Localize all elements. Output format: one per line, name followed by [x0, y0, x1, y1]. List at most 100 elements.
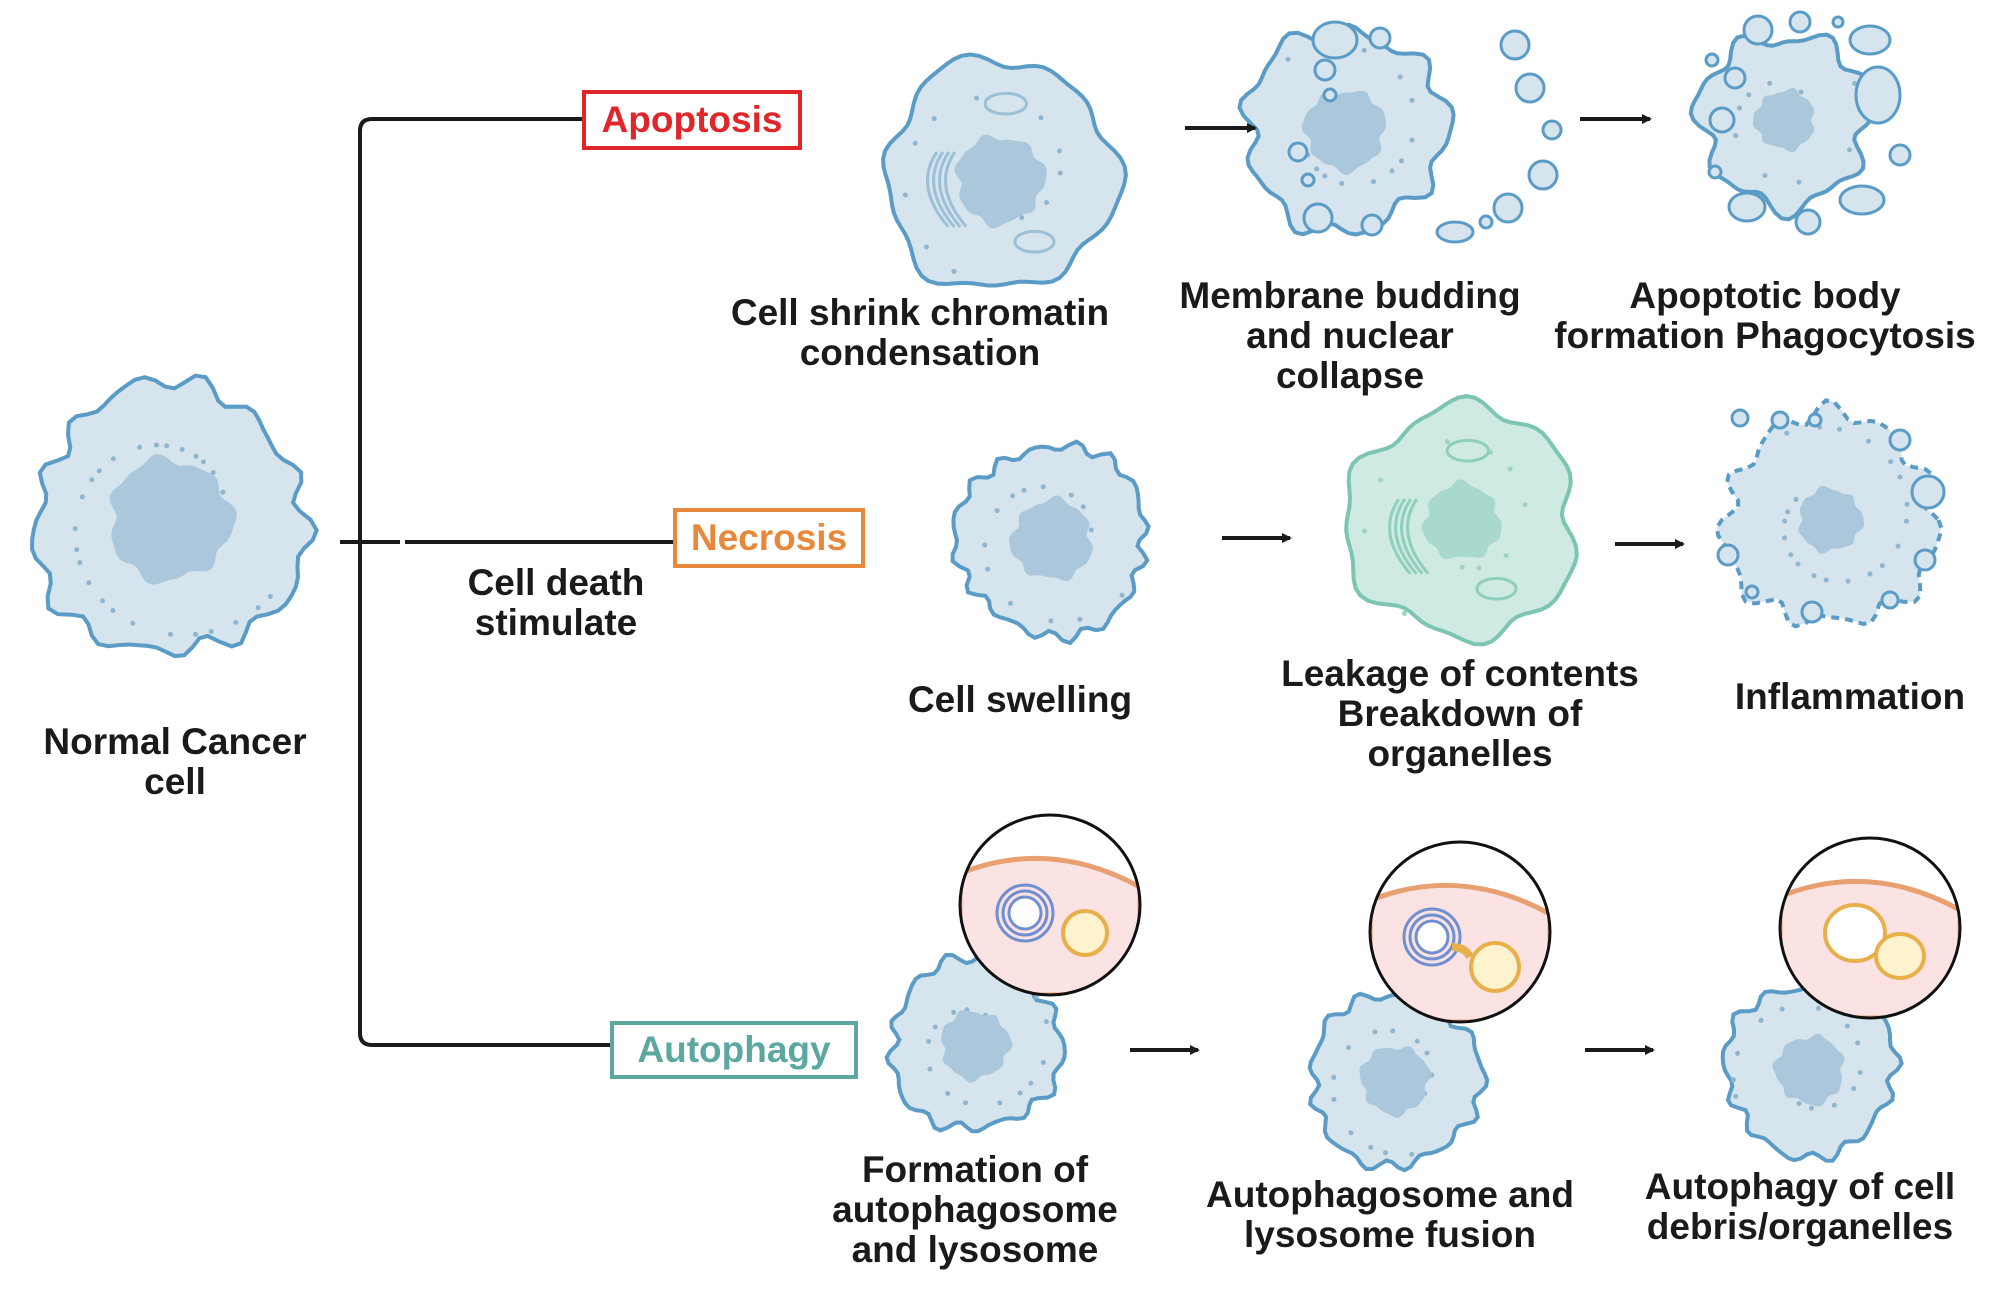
cytoplasm-dot [1782, 518, 1788, 524]
nucleus [1359, 1046, 1432, 1118]
autophagy-inset [1368, 840, 1552, 1024]
apoptotic-bleb [1788, 10, 1812, 34]
cytoplasm-dot [1444, 439, 1450, 445]
nucleus [1753, 87, 1815, 153]
cytoplasm-dot [1331, 1096, 1337, 1102]
cytoplasm-dot [193, 453, 199, 459]
cytoplasm-dot [1857, 1070, 1863, 1076]
normal-cancer-cell-label: Normal Cancer cell [15, 722, 335, 802]
apoptotic-bleb [1913, 548, 1937, 572]
endoplasmic-reticulum [926, 151, 950, 228]
endoplasmic-reticulum [1388, 498, 1412, 575]
cytoplasm-dot [1348, 1130, 1354, 1136]
cytoplasm-dot [1746, 92, 1752, 98]
endoplasmic-reticulum [932, 151, 956, 228]
cytoplasm-dot [89, 477, 95, 483]
cytoplasm-dot [1339, 180, 1345, 186]
apoptotic-bleb [1287, 141, 1309, 163]
apoptotic-bleb [1807, 412, 1823, 428]
apoptotic-bleb [1716, 543, 1740, 567]
apoptotic-bleb [1770, 410, 1790, 430]
fusion-neck [1451, 943, 1474, 960]
apoptotic-bleb [1492, 192, 1524, 224]
cytoplasm-dot [902, 192, 908, 198]
cytoplasm-dot [1507, 466, 1513, 472]
cytoplasm-dot [1796, 179, 1802, 185]
nucleus [941, 1010, 1013, 1083]
cytoplasm-dot [1879, 563, 1885, 569]
caption-line: debris/organelles [1646, 1206, 1954, 1247]
cytoplasm-dot [1040, 484, 1046, 490]
cytoplasm-dot [1733, 1093, 1739, 1099]
cytoplasm-dot [1077, 616, 1083, 622]
caption-line: and lysosome [851, 1229, 1099, 1270]
caption-line: autophagosome [832, 1189, 1118, 1230]
membrane-blebs [1287, 20, 1563, 244]
nucleus [1301, 90, 1387, 176]
caption-line: lysosome fusion [1244, 1214, 1536, 1255]
cytoplasm-dot [79, 494, 85, 500]
mitochondrion [1445, 438, 1490, 463]
autophagosome [1402, 907, 1462, 967]
cytoplasm-dot [99, 598, 105, 604]
cytoplasm-dot [1057, 170, 1063, 176]
caption-line: Membrane budding [1179, 275, 1521, 316]
endoplasmic-reticulum [1394, 498, 1418, 575]
caption-line: Apoptotic body [1629, 275, 1901, 316]
apoptotic-bleb [1704, 52, 1720, 68]
leaking-cell [1344, 394, 1579, 647]
apoptotic-bleb [1313, 58, 1337, 82]
nucleus [1798, 485, 1865, 554]
cytoplasm-dot [74, 547, 80, 553]
cytoplasm-dot [1080, 504, 1086, 510]
cytoplasm-dot [1779, 1006, 1785, 1012]
cell-illustrations [30, 10, 1962, 1173]
autophagy-step-2-caption: Autophagosome and lysosome fusion [1175, 1175, 1605, 1255]
caption-line: Cell shrink chromatin [730, 292, 1110, 333]
cytoplasm-dot [1361, 47, 1367, 53]
cytoplasm-dot [86, 580, 92, 586]
apoptosis-step-3-caption: Apoptotic body formation Phagocytosis [1535, 276, 1995, 356]
apoptosis-step-1-caption: Cell shrink chromatin condensation [690, 293, 1150, 373]
cytoplasm-dot [994, 508, 1000, 514]
apoptotic-bleb [1831, 15, 1845, 29]
cytoplasm-dot [1008, 600, 1014, 606]
cytoplasm-dot [1808, 1105, 1814, 1111]
cytoplasm-dot [1730, 1077, 1736, 1083]
cytoplasm-dot [1503, 552, 1509, 558]
cytoplasm-dot [110, 456, 116, 462]
autophagosome [1414, 919, 1450, 955]
caption-line: collapse [1275, 355, 1425, 396]
apoptotic-bleb [1302, 202, 1334, 234]
nucleus [1009, 495, 1093, 581]
cytoplasm-dot [1852, 80, 1858, 86]
cytoplasm-dot [1904, 501, 1910, 507]
cytoplasm-dot [1119, 592, 1125, 598]
necrotic-debris [1716, 408, 1946, 624]
cytoplasm-dot [985, 566, 991, 572]
caption-line: condensation [799, 332, 1041, 373]
autophagy-cell-3 [1720, 982, 1904, 1163]
apoptotic-bleb [1888, 428, 1912, 452]
cytoplasm-dot [1399, 158, 1405, 164]
apoptotic-bleb [1300, 172, 1316, 188]
cytoplasm-dot [1368, 1144, 1374, 1150]
cytoplasm-dot [153, 442, 159, 448]
cytoplasm-dot [1847, 147, 1853, 153]
cytoplasm-dot [931, 116, 937, 122]
necrosis-label: Necrosis [673, 508, 865, 568]
cytoplasm-dot [110, 608, 116, 614]
autophagosome [1408, 913, 1456, 961]
cytoplasm-dot [1782, 535, 1788, 541]
cytoplasm-dot [1735, 1050, 1741, 1056]
cytoplasm-dot [1795, 561, 1801, 567]
cytoplasm-dot [1851, 1085, 1857, 1091]
step-arrows [1130, 114, 1685, 1055]
swelling-cell [950, 439, 1151, 646]
autophagosome [995, 883, 1055, 943]
apoptotic-bleb [1854, 65, 1902, 125]
cytoplasm-dot [220, 489, 226, 495]
caption-line: and nuclear [1246, 315, 1454, 356]
cytoplasm-dot [1285, 56, 1291, 62]
mitochondrion [1013, 229, 1056, 254]
